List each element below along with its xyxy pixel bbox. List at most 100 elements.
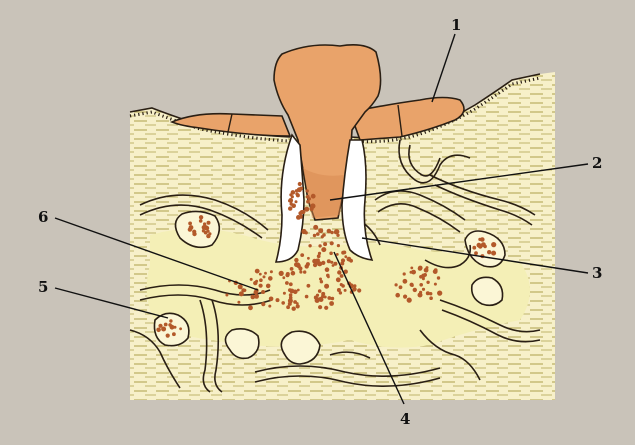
granule: [306, 195, 310, 199]
granule: [286, 305, 290, 309]
granule: [474, 251, 478, 255]
granule: [310, 208, 313, 211]
granule: [241, 288, 245, 292]
granule: [156, 328, 161, 333]
granule: [283, 292, 286, 295]
granule: [162, 327, 165, 330]
granule: [301, 229, 306, 234]
granule: [329, 252, 333, 256]
granule: [288, 288, 292, 292]
granule: [329, 301, 334, 306]
granule: [318, 305, 322, 309]
granule: [168, 323, 172, 327]
granule: [318, 244, 321, 247]
granule: [318, 252, 321, 255]
granule: [300, 253, 304, 257]
granule: [330, 241, 334, 245]
granule: [353, 284, 356, 287]
granule: [437, 291, 442, 296]
granule: [418, 266, 423, 271]
granule: [330, 261, 333, 264]
granule: [292, 307, 296, 311]
label-6: 6: [38, 208, 48, 226]
granule: [261, 302, 265, 306]
granule: [318, 228, 323, 233]
granule: [330, 297, 333, 300]
granule: [318, 289, 322, 293]
granule: [290, 202, 293, 205]
granule: [282, 276, 285, 279]
granule: [237, 301, 240, 304]
granule: [491, 251, 496, 256]
granule: [410, 267, 413, 270]
granule: [321, 292, 325, 296]
granule: [403, 272, 406, 275]
granule: [319, 297, 322, 300]
granule: [306, 189, 309, 192]
label-4: 4: [400, 410, 410, 428]
granule: [276, 298, 280, 302]
granule: [285, 281, 289, 285]
granule: [296, 304, 300, 308]
granule: [344, 255, 347, 258]
granule: [327, 229, 332, 234]
granule: [290, 267, 294, 271]
granule: [264, 272, 267, 275]
granule: [269, 297, 274, 302]
granule: [248, 305, 253, 310]
granule: [336, 234, 339, 237]
granule: [334, 230, 338, 234]
granule: [207, 230, 210, 233]
granule: [303, 270, 306, 273]
label-5: 5: [38, 278, 48, 296]
granule: [291, 195, 294, 198]
granule: [313, 225, 318, 230]
granule: [291, 190, 296, 195]
granule: [288, 298, 293, 303]
granule: [324, 306, 328, 310]
granule: [308, 244, 311, 247]
granule: [410, 271, 413, 274]
granule: [291, 271, 296, 276]
granule: [317, 254, 321, 258]
granule: [433, 269, 438, 274]
granule: [166, 334, 170, 338]
granule: [307, 257, 310, 260]
granule: [268, 276, 273, 281]
granule: [255, 269, 260, 274]
granule: [419, 283, 423, 287]
granule: [298, 182, 302, 186]
granule: [164, 323, 168, 327]
granule: [321, 235, 324, 238]
granule: [189, 225, 194, 230]
granule: [323, 242, 327, 246]
granule: [315, 297, 319, 301]
granule: [289, 282, 293, 286]
granule: [337, 270, 341, 274]
granule: [491, 242, 496, 247]
granule: [179, 327, 182, 330]
granule: [294, 258, 298, 262]
granule: [306, 200, 310, 204]
granule: [413, 288, 417, 292]
granule: [311, 194, 316, 199]
granule: [426, 291, 430, 295]
granule: [286, 272, 290, 276]
granule: [261, 290, 265, 294]
granule: [250, 278, 253, 281]
granule: [297, 289, 300, 292]
granule: [411, 284, 414, 287]
granule: [295, 200, 298, 203]
granule: [340, 262, 344, 266]
granule: [422, 277, 425, 280]
granule: [336, 277, 341, 282]
granule: [480, 237, 485, 242]
granule: [293, 290, 298, 295]
granule: [251, 295, 256, 300]
granule: [325, 267, 330, 272]
granule: [321, 247, 326, 252]
granule: [313, 263, 317, 267]
granule: [348, 258, 351, 261]
granule: [188, 222, 192, 226]
